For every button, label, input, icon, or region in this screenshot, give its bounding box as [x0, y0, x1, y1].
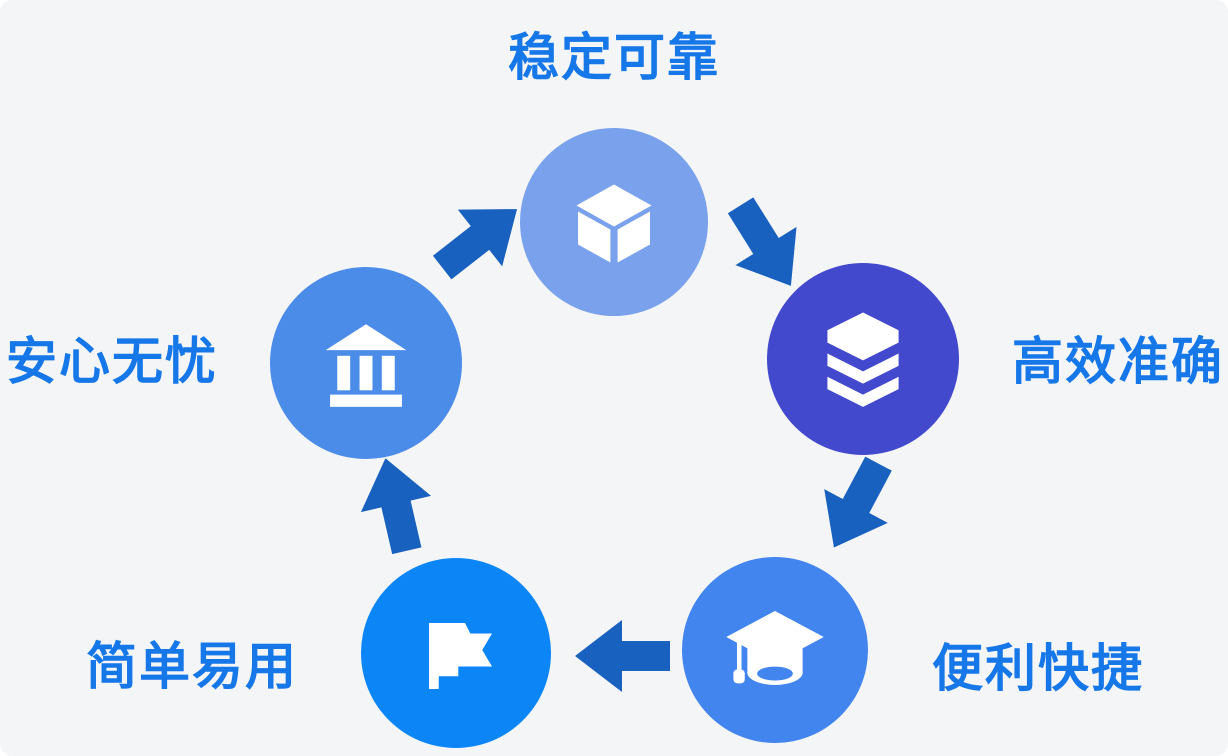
arrow-convenient-to-simple [575, 620, 670, 692]
node-stable-circle [520, 128, 708, 316]
arrow-simple-to-worry-free [360, 458, 432, 555]
flag-icon [429, 623, 492, 689]
bank-icon [325, 324, 407, 407]
node-accurate-circle [767, 263, 959, 455]
label-worry-free: 安心无忧 [6, 333, 219, 390]
label-simple: 简单易用 [86, 638, 299, 695]
arrow-stable-to-accurate [727, 197, 797, 286]
label-convenient: 便利快捷 [932, 640, 1145, 697]
graduation-cap-icon [726, 611, 824, 685]
node-convenient-circle [682, 557, 868, 743]
cube-icon [576, 184, 652, 263]
arrow-worry-free-to-stable [432, 209, 518, 280]
label-accurate: 高效准确 [1012, 333, 1225, 390]
label-stable: 稳定可靠 [507, 29, 720, 86]
layers-icon [827, 312, 899, 407]
arrow-accurate-to-convenient [824, 456, 892, 548]
node-worry-free-circle [270, 267, 462, 459]
node-simple-circle [361, 558, 551, 748]
